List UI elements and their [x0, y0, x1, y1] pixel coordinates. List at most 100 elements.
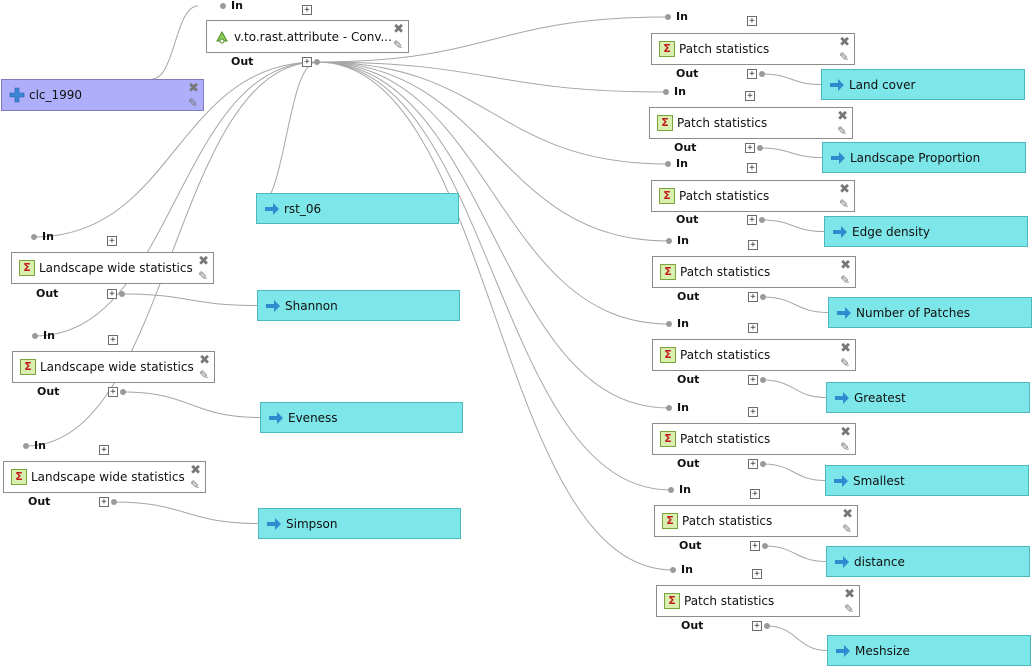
expand-out-button[interactable]: +	[107, 289, 117, 299]
edge-ps7-to-distance	[764, 545, 827, 562]
arrow-right-icon	[829, 77, 845, 93]
expand-out-button[interactable]: +	[99, 497, 109, 507]
edit-icon[interactable]: ✎	[841, 522, 852, 536]
output-node-smallest[interactable]: Smallest	[825, 465, 1029, 496]
delete-icon[interactable]: ✖	[840, 258, 851, 273]
input-node-clc[interactable]: clc_1990 ✖✎	[1, 79, 204, 111]
delete-icon[interactable]: ✖	[190, 463, 201, 478]
expand-in-button[interactable]: +	[747, 163, 757, 173]
delete-icon[interactable]: ✖	[840, 425, 851, 440]
output-node-distance[interactable]: distance	[826, 546, 1030, 577]
delete-icon[interactable]: ✖	[199, 353, 210, 368]
expand-out-button[interactable]: +	[747, 215, 757, 225]
delete-icon[interactable]: ✖	[837, 109, 848, 124]
sigma-glyph: Σ	[660, 431, 676, 447]
edge-lw1-to-shannon	[121, 293, 258, 306]
node-label: Smallest	[853, 473, 905, 488]
expand-out-button[interactable]: +	[747, 69, 757, 79]
delete-icon[interactable]: ✖	[393, 22, 404, 37]
sigma-glyph: Σ	[657, 115, 673, 131]
edit-icon[interactable]: ✎	[836, 124, 847, 138]
edit-icon[interactable]: ✎	[392, 38, 403, 52]
delete-icon[interactable]: ✖	[188, 81, 199, 96]
expand-in-button[interactable]: +	[748, 323, 758, 333]
expand-in-button[interactable]: +	[752, 569, 762, 579]
node-label: Greatest	[854, 390, 906, 405]
output-node-landcover[interactable]: Land cover	[821, 69, 1025, 100]
delete-icon[interactable]: ✖	[839, 182, 850, 197]
expand-out-button[interactable]: +	[750, 541, 760, 551]
edit-icon[interactable]: ✎	[839, 356, 850, 370]
expand-out-button[interactable]: +	[745, 143, 755, 153]
output-node-meshsize[interactable]: Meshsize	[827, 635, 1031, 666]
edit-icon[interactable]: ✎	[187, 96, 198, 110]
expand-out-button[interactable]: +	[302, 57, 312, 67]
expand-out-button[interactable]: +	[752, 621, 762, 631]
expand-in-button[interactable]: +	[747, 16, 757, 26]
expand-out-button[interactable]: +	[748, 375, 758, 385]
edit-icon[interactable]: ✎	[189, 478, 200, 492]
expand-in-button[interactable]: +	[750, 489, 760, 499]
arrow-right-icon	[265, 298, 281, 314]
edit-icon[interactable]: ✎	[198, 368, 209, 382]
port-in-dot	[666, 238, 672, 244]
edit-icon[interactable]: ✎	[843, 602, 854, 616]
arrow-right-icon	[830, 150, 846, 166]
expand-in-button[interactable]: +	[107, 236, 117, 246]
port-out-label: Out	[677, 290, 700, 303]
node-label: clc_1990	[29, 88, 83, 102]
output-node-edge[interactable]: Edge density	[824, 216, 1028, 247]
expand-in-button[interactable]: +	[745, 91, 755, 101]
expand-in-button[interactable]: +	[748, 240, 758, 250]
output-node-rst[interactable]: rst_06	[256, 193, 459, 224]
delete-icon[interactable]: ✖	[842, 507, 853, 522]
port-out-label: Out	[37, 385, 60, 398]
node-label: Patch statistics	[679, 189, 770, 203]
node-label: Number of Patches	[856, 305, 970, 320]
output-node-simpson[interactable]: Simpson	[258, 508, 461, 539]
expand-out-button[interactable]: +	[108, 387, 118, 397]
sigma-glyph: Σ	[11, 469, 27, 485]
expand-in-button[interactable]: +	[99, 445, 109, 455]
expand-in-button[interactable]: +	[748, 407, 758, 417]
output-node-eveness[interactable]: Eveness	[260, 402, 463, 433]
output-node-landprop[interactable]: Landscape Proportion	[822, 142, 1026, 173]
algorithm-node-vrast[interactable]: v.to.rast.attribute - Conv...✖✎	[206, 20, 409, 53]
node-label: Patch statistics	[677, 116, 768, 130]
output-node-greatest[interactable]: Greatest	[826, 382, 1030, 413]
delete-icon[interactable]: ✖	[844, 587, 855, 602]
delete-icon[interactable]: ✖	[840, 341, 851, 356]
node-label: Meshsize	[855, 643, 910, 658]
algorithm-node-ps2[interactable]: Σ Patch statistics ✖✎	[649, 107, 853, 139]
expand-in-button[interactable]: +	[302, 5, 312, 15]
node-label: Edge density	[852, 224, 931, 239]
sigma-icon: Σ	[660, 431, 676, 447]
algorithm-node-ps6[interactable]: Σ Patch statistics ✖✎	[652, 423, 856, 455]
edge-vrast-to-ps4	[316, 61, 670, 242]
edit-icon[interactable]: ✎	[197, 269, 208, 283]
expand-out-button[interactable]: +	[748, 459, 758, 469]
port-in-label: In	[679, 483, 691, 496]
edit-icon[interactable]: ✎	[839, 273, 850, 287]
delete-icon[interactable]: ✖	[198, 254, 209, 269]
node-label: Patch statistics	[680, 432, 771, 446]
expand-out-button[interactable]: +	[748, 292, 758, 302]
edit-icon[interactable]: ✎	[838, 197, 849, 211]
port-out-dot	[119, 291, 125, 297]
output-node-shannon[interactable]: Shannon	[257, 290, 460, 321]
delete-icon[interactable]: ✖	[839, 35, 850, 50]
expand-in-button[interactable]: +	[108, 335, 118, 345]
output-node-npatch[interactable]: Number of Patches	[828, 297, 1032, 328]
edit-icon[interactable]: ✎	[839, 440, 850, 454]
sigma-glyph: Σ	[19, 260, 35, 276]
edit-icon[interactable]: ✎	[838, 50, 849, 64]
